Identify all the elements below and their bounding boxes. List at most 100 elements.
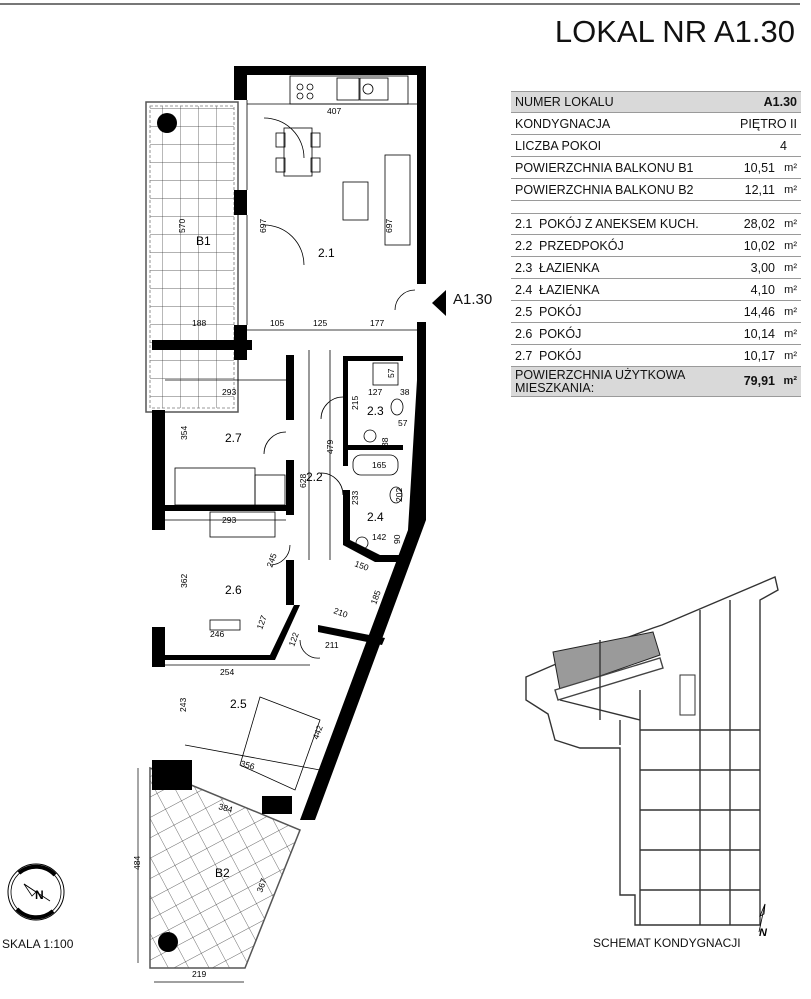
room-label-b2: B2 xyxy=(215,866,230,880)
room-label-2-3: 2.3 xyxy=(367,404,384,418)
total-area-label: POWIERZCHNIA UŻYTKOWA MIESZKANIA: xyxy=(515,367,685,395)
info-label: KONDYGNACJA xyxy=(515,116,611,131)
room-name: POKÓJ xyxy=(539,326,582,341)
room-row: 2.6 POKÓJ 10,14 m² xyxy=(511,323,801,345)
dimension-labels: 407 697 697 570 188 105 125 177 293 354 … xyxy=(132,106,410,979)
info-row-balcony-b1: POWIERZCHNIA BALKONU B1 10,51 m² xyxy=(511,157,801,179)
schematic-label: SCHEMAT KONDYGNACJI xyxy=(593,936,741,950)
balcony-b1 xyxy=(145,101,239,413)
room-unit: m² xyxy=(784,261,797,274)
dimension-lines xyxy=(137,768,244,983)
dimension: 384 xyxy=(217,801,234,814)
dimension: 105 xyxy=(270,318,284,328)
page-title: LOKAL NR A1.30 xyxy=(554,14,795,49)
top-divider-line xyxy=(0,3,800,5)
room-number: 2.4 xyxy=(515,282,533,297)
room-label-2-1: 2.1 xyxy=(318,246,335,260)
room-area: 4,10 xyxy=(750,282,775,297)
dimension: 479 xyxy=(325,440,335,454)
dimension: 356 xyxy=(239,758,256,771)
dimension: 407 xyxy=(327,106,341,116)
room-number: 2.2 xyxy=(515,238,533,253)
room-labels: 2.1 2.2 2.3 2.4 2.5 2.6 2.7 B1 B2 xyxy=(196,234,384,880)
dimension: 293 xyxy=(222,515,236,525)
entry-label: A1.30 xyxy=(453,291,493,308)
total-area-unit: m² xyxy=(783,375,797,387)
dimension: 697 xyxy=(258,219,268,233)
room-name: ŁAZIENKA xyxy=(539,260,600,275)
room-row: 2.5 POKÓJ 14,46 m² xyxy=(511,301,801,323)
room-name: POKÓJ xyxy=(539,304,582,319)
info-row-unit-number: NUMER LOKALU A1.30 xyxy=(511,91,801,113)
info-value: 12,11 xyxy=(744,182,775,197)
room-name: POKÓJ Z ANEKSEM KUCH. xyxy=(539,217,699,231)
dimension: 57 xyxy=(386,368,396,378)
info-unit: m² xyxy=(784,161,797,174)
dimension: 367 xyxy=(254,877,268,894)
room-row: 2.3 ŁAZIENKA 3,00 m² xyxy=(511,257,801,279)
dimension: 243 xyxy=(178,698,188,712)
room-label-2-2: 2.2 xyxy=(306,470,323,484)
compass-letter: N xyxy=(35,888,44,902)
room-number: 2.1 xyxy=(515,217,533,231)
room-unit: m² xyxy=(784,305,797,318)
room-unit: m² xyxy=(784,327,797,340)
dimension: 219 xyxy=(192,969,206,979)
dimension: 215 xyxy=(350,396,360,410)
info-label: NUMER LOKALU xyxy=(515,95,614,109)
entry-arrow-icon xyxy=(432,290,446,316)
room-label-b1: B1 xyxy=(196,234,211,248)
dimension: 38 xyxy=(380,437,390,447)
dimension: 245 xyxy=(264,552,278,569)
dimension: 202 xyxy=(394,488,404,502)
room-area: 10,02 xyxy=(743,238,775,253)
room-area: 10,14 xyxy=(743,326,775,341)
room-label-2-7: 2.7 xyxy=(225,431,242,445)
room-area: 14,46 xyxy=(743,304,775,319)
dimension: 142 xyxy=(372,532,386,542)
dimension: 484 xyxy=(132,856,142,870)
room-unit: m² xyxy=(784,349,797,362)
room-unit: m² xyxy=(784,283,797,296)
dimension: 125 xyxy=(313,318,327,328)
column-icon xyxy=(157,113,177,133)
dimension: 254 xyxy=(220,667,234,677)
unit-info-table: NUMER LOKALU A1.30 KONDYGNACJA PIĘTRO II… xyxy=(511,91,801,397)
walls xyxy=(152,66,426,820)
room-number: 2.3 xyxy=(515,260,533,275)
dimension: 127 xyxy=(254,614,268,631)
dimension: 570 xyxy=(177,219,187,233)
plan-lines xyxy=(165,75,417,791)
info-value: A1.30 xyxy=(763,95,797,109)
north-arrow-icon: N xyxy=(758,903,768,939)
dimension: 233 xyxy=(350,491,360,505)
room-number: 2.7 xyxy=(515,348,533,363)
room-row: 2.4 ŁAZIENKA 4,10 m² xyxy=(511,279,801,301)
dimension: 442 xyxy=(310,724,324,741)
dimension: 246 xyxy=(210,629,224,639)
room-number: 2.5 xyxy=(515,304,533,319)
north-letter: N xyxy=(759,927,768,939)
room-unit: m² xyxy=(784,218,797,230)
column-icon xyxy=(158,932,178,952)
room-name: POKÓJ xyxy=(539,348,582,363)
dimension: 210 xyxy=(332,605,349,619)
compass-icon: N xyxy=(7,863,65,921)
room-label-2-4: 2.4 xyxy=(367,510,384,524)
balcony-b2 xyxy=(149,766,301,969)
dimension: 127 xyxy=(368,387,382,397)
dimension: 165 xyxy=(372,460,386,470)
dimension: 293 xyxy=(222,387,236,397)
info-value: 10,51 xyxy=(743,160,775,175)
info-label: POWIERZCHNIA BALKONU B2 xyxy=(515,182,694,197)
dimension: 697 xyxy=(384,219,394,233)
dimension: 211 xyxy=(325,640,339,650)
room-area: 10,17 xyxy=(743,348,775,363)
room-row: 2.2 PRZEDPOKÓJ 10,02 m² xyxy=(511,235,801,257)
room-area: 3,00 xyxy=(750,260,775,275)
dimension: 57 xyxy=(398,418,408,428)
total-area-value: 79,91 xyxy=(743,374,775,388)
total-area-row: POWIERZCHNIA UŻYTKOWA MIESZKANIA: 79,91 … xyxy=(511,367,801,397)
info-value: 4 xyxy=(780,138,787,153)
